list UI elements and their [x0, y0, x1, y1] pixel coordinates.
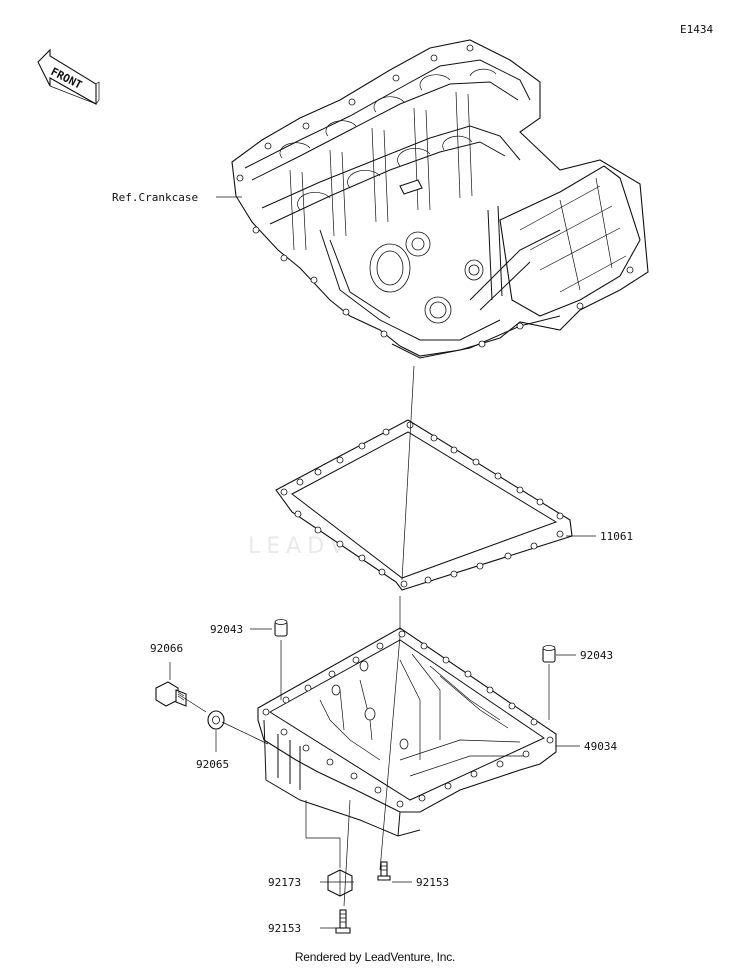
label-dowel-left: 92043 — [210, 623, 243, 636]
bolt-bottom — [335, 909, 351, 934]
drain-bolt — [155, 681, 187, 707]
dowel-pin-left — [274, 619, 288, 637]
gasket-bolt-holes — [280, 421, 564, 588]
diagram-code: E1434 — [680, 23, 713, 36]
dowel-pin-right — [542, 645, 556, 663]
front-arrow-icon: FRONT — [37, 48, 100, 105]
label-drain-bolt: 92066 — [150, 642, 183, 655]
oil-pan — [257, 627, 557, 837]
label-dowel-right: 92043 — [580, 649, 613, 662]
label-bolt-center: 92153 — [416, 876, 449, 889]
label-bolt-bottom: 92153 — [268, 922, 301, 935]
leader-lines — [169, 196, 596, 929]
crankcase — [231, 39, 649, 359]
oil-pan-gasket — [275, 419, 573, 591]
label-crankcase: Ref.Crankcase — [112, 191, 198, 204]
label-clamp: 92173 — [268, 876, 301, 889]
bolt-center — [377, 861, 391, 881]
sealing-washer — [207, 710, 225, 730]
label-washer: 92065 — [196, 758, 229, 771]
clamp — [327, 869, 353, 897]
oil-pan-bolt-holes — [262, 630, 554, 808]
label-gasket: 11061 — [600, 530, 633, 543]
callout-labels: Ref.Crankcase 11061 92043 92043 92066 92… — [112, 23, 713, 935]
label-oil-pan: 49034 — [584, 740, 617, 753]
footer-credit: Rendered by LeadVenture, Inc. — [294, 950, 456, 964]
